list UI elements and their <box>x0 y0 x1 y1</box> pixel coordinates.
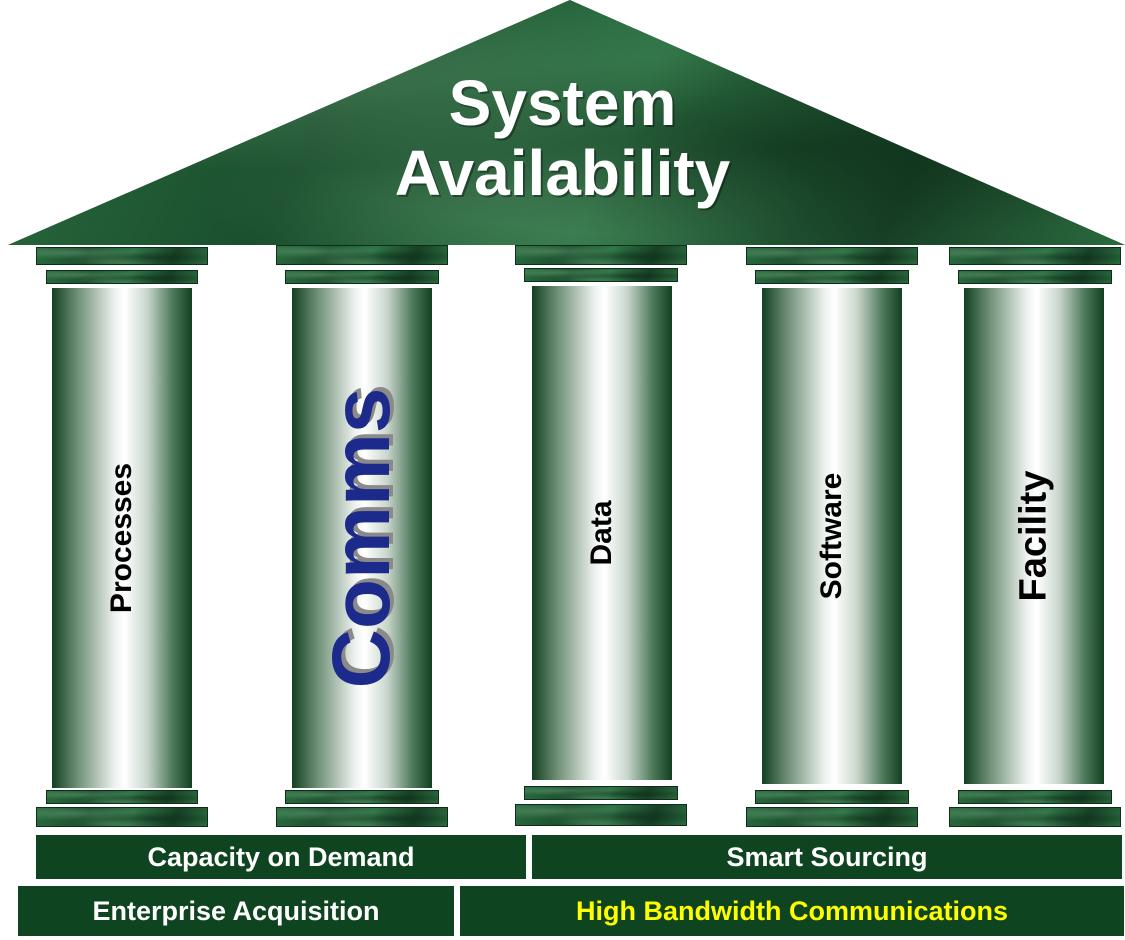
pillar-shaft: Comms <box>292 288 432 788</box>
pillar-base-top <box>958 790 1112 804</box>
pillar-base-top <box>524 786 678 800</box>
pillar-capital-top <box>515 245 687 265</box>
foundation-label: Enterprise Acquisition <box>92 895 380 926</box>
pillar-capital-top <box>36 247 208 265</box>
pillar-shaft: Data <box>532 286 672 780</box>
pillar-base-bottom <box>276 807 448 827</box>
pillar-base-top <box>755 790 909 804</box>
roof-title-line2: Availability <box>394 137 731 209</box>
pillar-capital-bottom <box>958 270 1112 284</box>
pillar-capital-top <box>746 247 918 265</box>
pillar-shaft: Software <box>762 288 902 784</box>
pillar-capital-top <box>949 247 1121 265</box>
pillar-base-top <box>285 790 439 804</box>
pillar-label-processes: Processes <box>105 462 138 614</box>
foundation-enterprise-acquisition: Enterprise Acquisition <box>18 886 454 936</box>
pillar-capital-bottom <box>755 270 909 284</box>
foundation-smart-sourcing: Smart Sourcing <box>532 835 1122 879</box>
pillar-base-bottom <box>949 807 1121 827</box>
pillar-base-top <box>46 790 198 804</box>
roof-title: System Availability <box>0 68 1125 208</box>
roof-title-line1: System <box>448 67 677 139</box>
pillar-base-bottom <box>515 804 687 826</box>
pillar-label-data: Data <box>585 500 618 566</box>
pillar-label-software: Software <box>815 472 848 600</box>
pillar-label-facility: Facility <box>1012 470 1055 602</box>
pillar-capital-bottom <box>524 268 678 282</box>
foundation-label: Capacity on Demand <box>147 841 415 872</box>
foundation-high-bandwidth-communications: High Bandwidth Communications <box>460 886 1124 936</box>
pillar-base-bottom <box>746 807 918 827</box>
pillar-shaft: Facility <box>964 288 1104 784</box>
pillar-base-bottom <box>36 807 208 827</box>
pillar-capital-bottom <box>46 270 198 284</box>
pillar-capital-bottom <box>285 270 439 284</box>
pillar-shaft: Processes <box>52 288 192 788</box>
foundation-capacity-on-demand: Capacity on Demand <box>36 835 526 879</box>
pillar-capital-top <box>276 245 448 265</box>
pillar-label-comms: Comms <box>316 387 407 689</box>
foundation-label: High Bandwidth Communications <box>576 895 1008 926</box>
foundation-label: Smart Sourcing <box>726 841 928 872</box>
